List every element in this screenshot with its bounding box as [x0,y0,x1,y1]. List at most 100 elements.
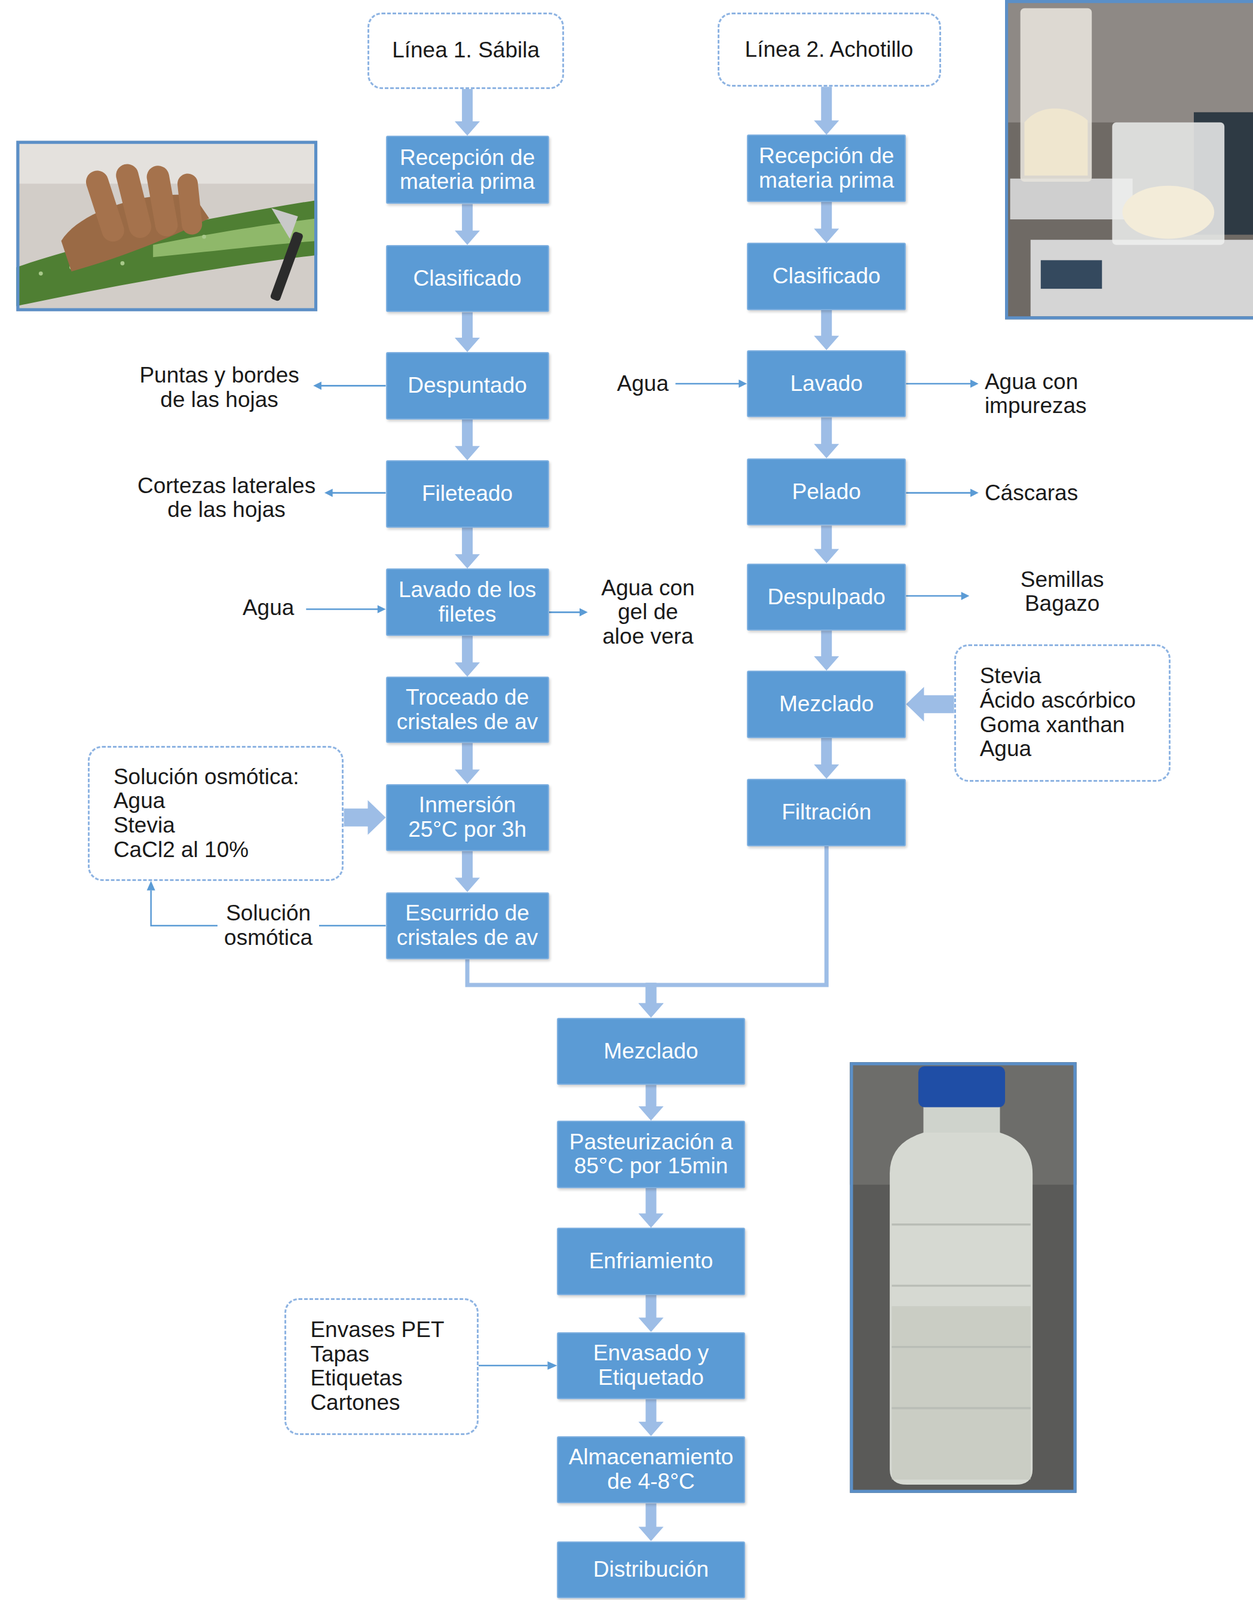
knife-handle [269,231,304,302]
node-text: Agua [113,788,165,814]
arrow-head [579,608,588,617]
stream-label: Agua [232,595,305,621]
process-box: Clasificado [746,242,906,311]
flow-arrow [454,527,480,569]
process-box: Recepción de materia prima [385,135,550,204]
bottle [889,1132,1033,1485]
input-arrow [675,383,740,385]
flow-arrow [454,312,480,353]
node-text: Mezclado [779,691,874,717]
block-arrow [638,982,664,1017]
process-box: Despulpado [746,563,906,631]
bottle-rib [891,1345,1031,1348]
process-box: Almacenamiento de 4-8°C [556,1435,745,1504]
bottle-rib [891,1406,1031,1409]
block-arrow [454,89,480,137]
connector-line [467,959,651,985]
node-text: Despuntado [407,373,528,398]
waste-arrow [905,383,971,385]
block-arrow [454,742,480,784]
node-text: Troceado de cristales de av [395,685,540,734]
beaker [1020,8,1093,182]
stream-label: Cortezas laterales de las hojas [133,473,320,523]
process-box: Clasificado [385,244,550,313]
finger [145,163,180,238]
flow-arrow [454,742,480,784]
block-arrow [454,419,480,461]
flow-arrow [638,1187,664,1228]
arrow-head [377,604,386,614]
flow-arrow [813,310,839,351]
ingredient-list-box: Solución osmótica:AguaSteviaCaCl2 al 10% [87,745,345,881]
node-text: Lavado [790,371,863,397]
flow-arrow [638,846,827,1018]
flow-arrow [905,686,954,722]
photo-frame [17,142,317,310]
gel [1122,185,1215,240]
block-arrow [344,800,386,835]
stream-label: Cáscaras [984,481,1087,506]
line-title-box: Línea 1. Sábila [367,12,565,90]
flow-arrow [813,737,839,779]
process-box: Envasado y Etiquetado [556,1331,745,1400]
process-box: Mezclado [746,670,906,738]
connector-line [478,1364,548,1367]
leaf-spot [38,271,44,276]
line-title-box: Línea 2. Achotillo [717,12,942,88]
arrow-head [970,488,979,498]
node-text: CaCl2 al 10% [113,837,249,863]
node-text: Stevia [113,813,176,838]
flow-arrow [454,419,480,461]
block-arrow [454,635,480,677]
flow-arrow [467,959,664,1017]
arrow-head [961,591,970,600]
process-box: Enfriamiento [556,1227,745,1295]
process-box: Inmersión 25°C por 3h [385,783,550,852]
node-text: Pasteurización a 85°C por 15min [566,1129,735,1179]
node-text: Agua [979,736,1032,762]
gel [1024,108,1088,176]
photo-ground [16,141,318,312]
node-text: Lavado de los filetes [395,577,540,627]
stream-label: Puntas y bordes de las hojas [135,363,303,412]
arrow-head [970,379,979,388]
block-arrow [454,204,480,245]
block-arrow [813,417,839,458]
stream-label: Semillas Bagazo [1011,567,1114,617]
node-text: Recepción de materia prima [756,144,897,193]
block-arrow [813,630,839,671]
edge-label: Solución osmótica [217,899,320,951]
block-arrow [905,686,954,722]
block-arrow [638,1187,664,1228]
flow-arrow [478,1361,558,1370]
block-arrow [638,982,664,1017]
leaf-spot [201,234,207,240]
block-arrow [638,1398,664,1436]
node-text: Envases PET [310,1317,444,1343]
block-arrow [813,310,839,351]
flow-arrow [638,1502,664,1541]
node-text: Escurrido de cristales de av [395,901,540,950]
arrow-head [146,880,156,891]
process-box: Troceado de cristales de av [385,676,550,743]
process-box: Pasteurización a 85°C por 15min [556,1120,745,1188]
bottle-rib [891,1284,1031,1286]
flow-arrow [813,525,839,563]
process-box: Lavado [746,350,906,418]
block-arrow [813,737,839,779]
node-text: Mezclado [603,1039,698,1064]
flow-arrow [638,1084,664,1121]
weighing-photo [1005,0,1253,320]
flow-arrow [638,1294,664,1332]
block-arrow [813,525,839,563]
process-box: Recepción de materia prima [746,134,906,202]
process-box: Escurrido de cristales de av [385,892,550,960]
process-box: Fileteado [385,460,550,528]
node-text: Inmersión 25°C por 3h [395,792,540,842]
ingredient-list-box: SteviaÁcido ascórbicoGoma xanthanAgua [954,644,1171,783]
process-box: Lavado de los filetes [385,568,550,636]
waste-arrow [905,491,971,494]
flow-arrow [454,850,480,892]
flow-arrow [813,201,839,243]
block-arrow [638,1502,664,1541]
